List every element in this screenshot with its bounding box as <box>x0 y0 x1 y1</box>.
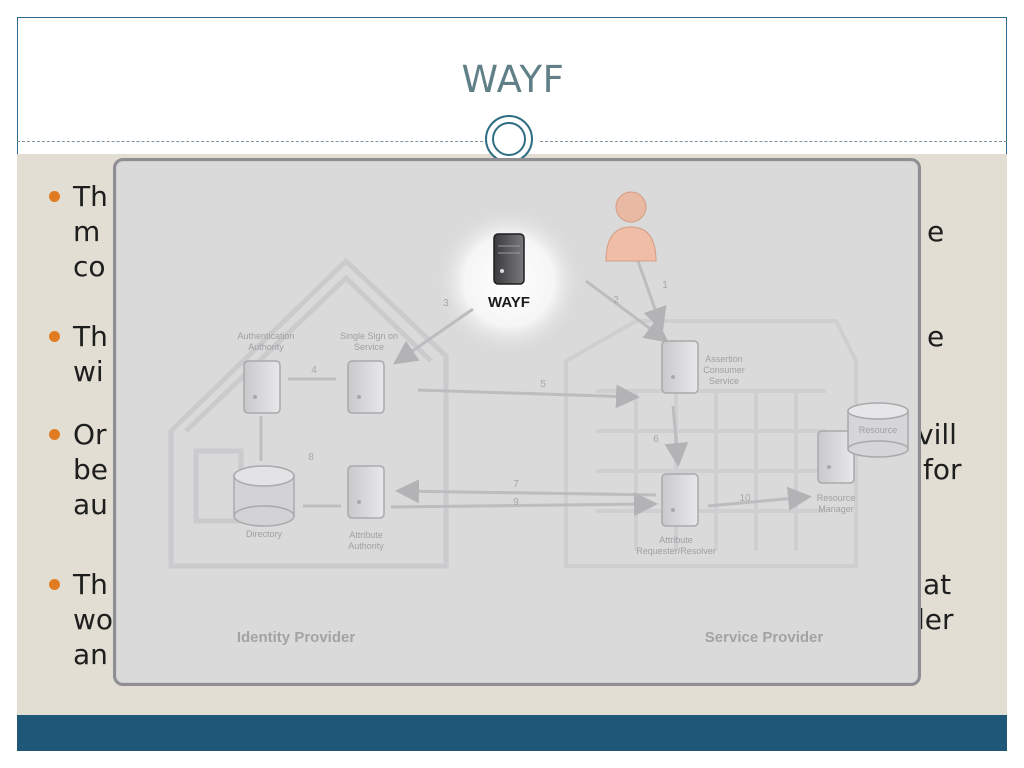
server-assertion-consumer <box>661 340 699 394</box>
bullet-1-right-2: e <box>927 215 945 248</box>
diagram-panel: WAYF Authentication Authority Single Sig… <box>113 158 921 686</box>
bullet-3-right-2: for <box>923 453 962 486</box>
bullet-dot <box>49 331 60 342</box>
service-provider-label: Service Provider <box>705 629 824 646</box>
bullet-4-right-1: at <box>923 568 952 601</box>
bullet-dot <box>49 579 60 590</box>
wayf-server-icon <box>493 233 525 285</box>
edge-5 <box>417 384 640 409</box>
ring-inner <box>492 122 526 156</box>
server-resource-manager <box>817 430 855 484</box>
directory-cylinder <box>233 465 295 527</box>
bullet-dot <box>49 429 60 440</box>
diagram-edges-bidir <box>259 377 341 508</box>
label-attribute-authority-1: Attribute <box>349 530 383 540</box>
label-single-sign-on-1: Single Sign on <box>340 331 398 341</box>
server-attribute-requester <box>661 473 699 527</box>
edge-label-2: 2 <box>613 295 619 306</box>
bullet-4-line-2: wo <box>73 603 114 636</box>
edge-9 <box>390 492 658 517</box>
bullet-4-line-1: Th <box>73 568 108 601</box>
label-resource-manager-2: Manager <box>818 504 854 514</box>
edge-label-10: 10 <box>739 493 751 504</box>
resource-cylinder <box>847 402 909 458</box>
label-directory: Directory <box>246 529 283 539</box>
bullet-3-line-1: Or <box>73 418 107 451</box>
bullet-3: Or be au vill for <box>47 417 1007 522</box>
identity-provider-label: Identity Provider <box>237 629 356 646</box>
bullet-2-right-1: e <box>927 320 945 353</box>
identity-provider-house <box>168 257 449 569</box>
title-ring-ornament <box>485 115 533 163</box>
user-icon <box>605 191 657 262</box>
edge-label-3: 3 <box>443 298 449 309</box>
edge-label-4: 4 <box>311 365 317 376</box>
bullet-1: Th m co e <box>47 179 1007 284</box>
label-authentication-authority-1: Authentication <box>237 331 294 341</box>
bullet-3-line-3: au <box>73 488 108 521</box>
slide-title: WAYF <box>461 58 565 101</box>
bullet-3-right-1: vill <box>917 418 957 451</box>
edge-label-9: 9 <box>513 497 519 508</box>
bullet-dot <box>49 191 60 202</box>
label-assertion-consumer-3: Service <box>709 376 739 386</box>
label-attribute-requester-1: Attribute <box>659 535 693 545</box>
service-provider-building <box>564 319 858 568</box>
bullet-4-line-3: an <box>73 638 108 671</box>
edge-7 <box>395 479 657 504</box>
edge-6 <box>664 405 689 467</box>
slide: WAYF Th m co e Th wi e Or be au vill for <box>17 17 1007 751</box>
edge-2 <box>585 279 669 343</box>
title-divider-left <box>17 141 483 142</box>
bullet-4: Th wo an at der <box>47 567 1007 672</box>
wayf-label: WAYF <box>488 294 530 311</box>
bullet-1-line-1: Th <box>73 180 108 213</box>
label-authentication-authority-2: Authority <box>248 342 284 352</box>
server-attribute-authority <box>347 465 385 519</box>
server-single-sign-on <box>347 360 385 414</box>
diagram-edges <box>390 260 812 517</box>
bullet-1-line-3: co <box>73 250 106 283</box>
edge-3 <box>393 307 474 365</box>
bullet-1-line-2: m <box>73 215 101 248</box>
footer-bar <box>17 715 1007 751</box>
edge-label-6: 6 <box>653 434 659 445</box>
bullet-2-line-1: Th <box>73 320 108 353</box>
federation-diagram: WAYF Authentication Authority Single Sig… <box>168 191 909 646</box>
title-divider-right <box>540 141 1007 142</box>
label-resource-manager-1: Resource <box>817 493 856 503</box>
label-attribute-requester-2: Requester/Resolver <box>636 546 716 556</box>
edge-label-1: 1 <box>662 280 668 291</box>
edge-label-8: 8 <box>308 452 314 463</box>
label-resource: Resource <box>859 425 898 435</box>
edge-label-7: 7 <box>513 479 519 490</box>
label-attribute-authority-2: Authority <box>348 541 384 551</box>
edge-10 <box>707 486 812 511</box>
server-authentication-authority <box>243 360 281 414</box>
bullet-2: Th wi e <box>47 319 1007 389</box>
bullet-3-line-2: be <box>73 453 108 486</box>
bullet-2-line-2: wi <box>73 355 104 388</box>
label-assertion-consumer-1: Assertion <box>705 354 743 364</box>
label-single-sign-on-2: Service <box>354 342 384 352</box>
edge-label-5: 5 <box>540 379 546 390</box>
edge-1 <box>636 260 667 332</box>
label-assertion-consumer-2: Consumer <box>703 365 745 375</box>
